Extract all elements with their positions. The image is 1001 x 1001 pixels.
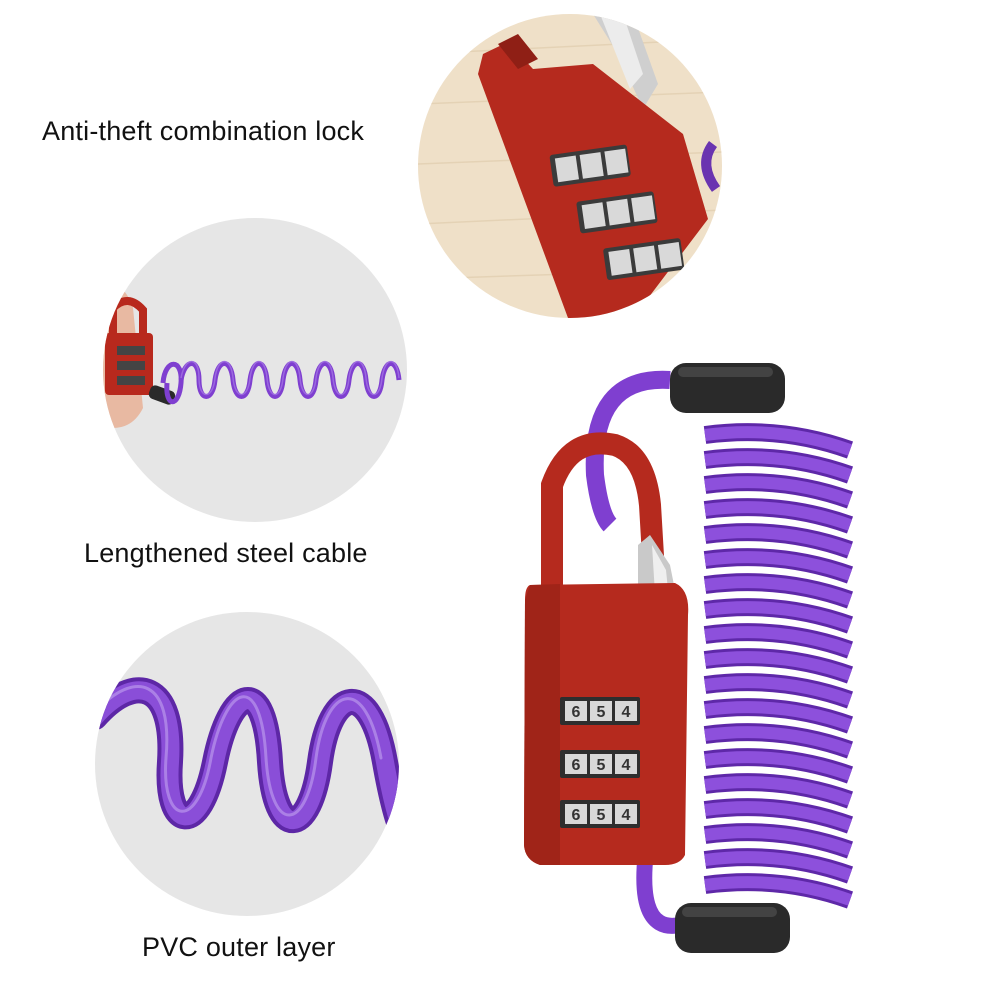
dial-digit: 5	[597, 807, 606, 824]
lock-closeup-circle	[418, 14, 722, 318]
dial-digit: 6	[572, 757, 581, 774]
dial-digit: 4	[622, 704, 631, 721]
dial-digit: 5	[597, 704, 606, 721]
dial-digit: 4	[622, 757, 631, 774]
feature-label-cable: Lengthened steel cable	[84, 538, 368, 568]
feature-label-pvc: PVC outer layer	[142, 932, 336, 962]
dial-digit: 6	[572, 704, 581, 721]
feature-label-lock: Anti-theft combination lock	[42, 116, 365, 146]
cable-stretch-circle	[103, 218, 407, 522]
pvc-closeup-circle	[95, 612, 399, 916]
dial-digit: 4	[622, 807, 631, 824]
dial-digit: 6	[572, 807, 581, 824]
main-product-image: 6 5 4 6 5 4 6 5 4	[510, 355, 870, 960]
dial-digit: 5	[597, 757, 606, 774]
